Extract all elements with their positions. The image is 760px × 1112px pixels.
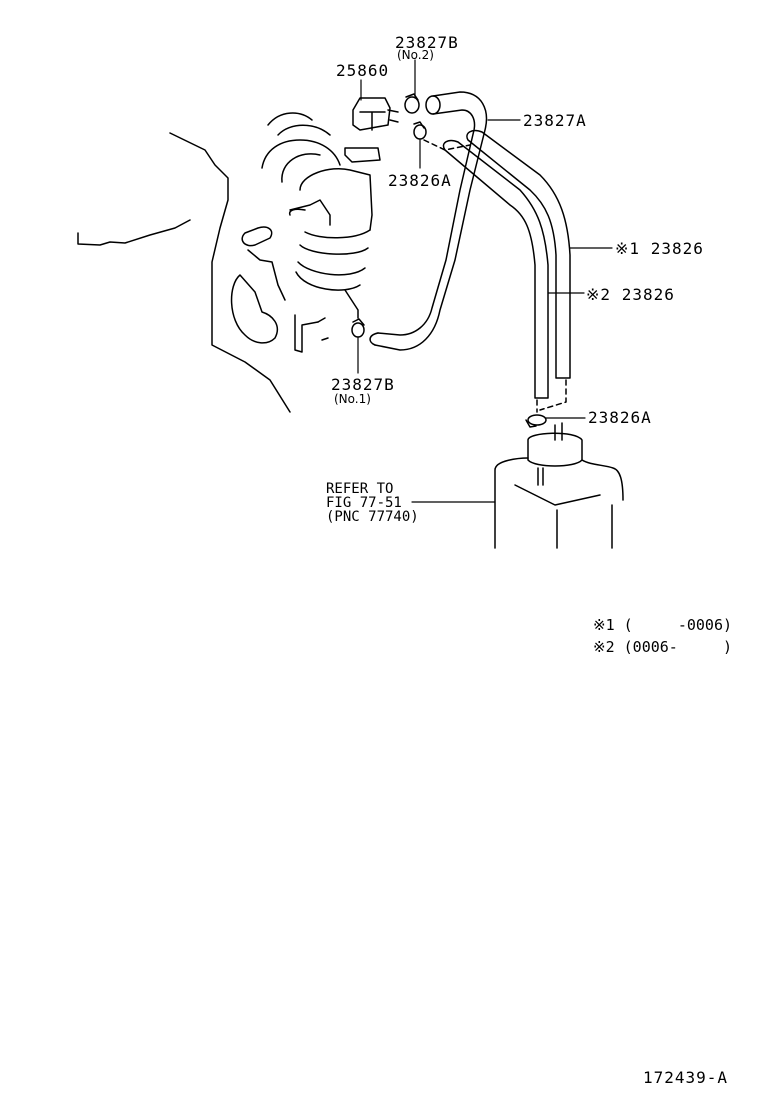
callout-23827b-no2-sub: (No.2) bbox=[397, 48, 434, 62]
callout-23826a-bottom[interactable]: 23826A bbox=[588, 408, 652, 427]
figure-id: 172439-A bbox=[643, 1068, 729, 1087]
callout-23826-s1[interactable]: ※1 23826 bbox=[615, 241, 704, 257]
charcoal-canister bbox=[494, 422, 624, 549]
marker-s1: ※1 bbox=[615, 239, 641, 258]
callout-23827b-no1[interactable]: 23827B bbox=[331, 375, 395, 394]
callout-23826-s1-partno: 23826 bbox=[650, 239, 704, 258]
leader-lines bbox=[357, 59, 613, 503]
callout-23827a[interactable]: 23827A bbox=[523, 111, 587, 130]
legend-range-1: ( -0006) bbox=[623, 616, 733, 634]
callout-25860[interactable]: 25860 bbox=[336, 61, 390, 80]
hose-bracket-left bbox=[230, 226, 329, 353]
reference-line-1: REFER TO bbox=[326, 481, 394, 497]
engine-outline bbox=[77, 132, 291, 413]
legend-marker-1: ※1 bbox=[593, 616, 615, 634]
legend-range-2: (0006- ) bbox=[623, 638, 733, 656]
clamps bbox=[351, 93, 547, 428]
callout-23827b-no2[interactable]: 23827B bbox=[395, 33, 459, 52]
marker-s2: ※2 bbox=[586, 285, 612, 304]
reference-line-3: (PNC 77740) bbox=[326, 509, 419, 525]
legend-row-2: ※2 (0006- ) bbox=[593, 638, 733, 656]
callout-23827b-no1-sub: (No.1) bbox=[334, 392, 371, 406]
callout-23826a-top[interactable]: 23826A bbox=[388, 171, 452, 190]
legend-marker-2: ※2 bbox=[593, 638, 615, 656]
callout-23826-s2[interactable]: ※2 23826 bbox=[586, 287, 675, 303]
hose-23826 bbox=[442, 129, 571, 399]
vsv-valve bbox=[344, 97, 399, 163]
hose-23827a bbox=[369, 91, 488, 351]
callout-23826-s2-partno: 23826 bbox=[621, 285, 675, 304]
air-intake-duct bbox=[261, 112, 373, 319]
reference-line-2[interactable]: FIG 77-51 bbox=[326, 495, 402, 511]
legend-row-1: ※1 ( -0006) bbox=[593, 616, 733, 634]
